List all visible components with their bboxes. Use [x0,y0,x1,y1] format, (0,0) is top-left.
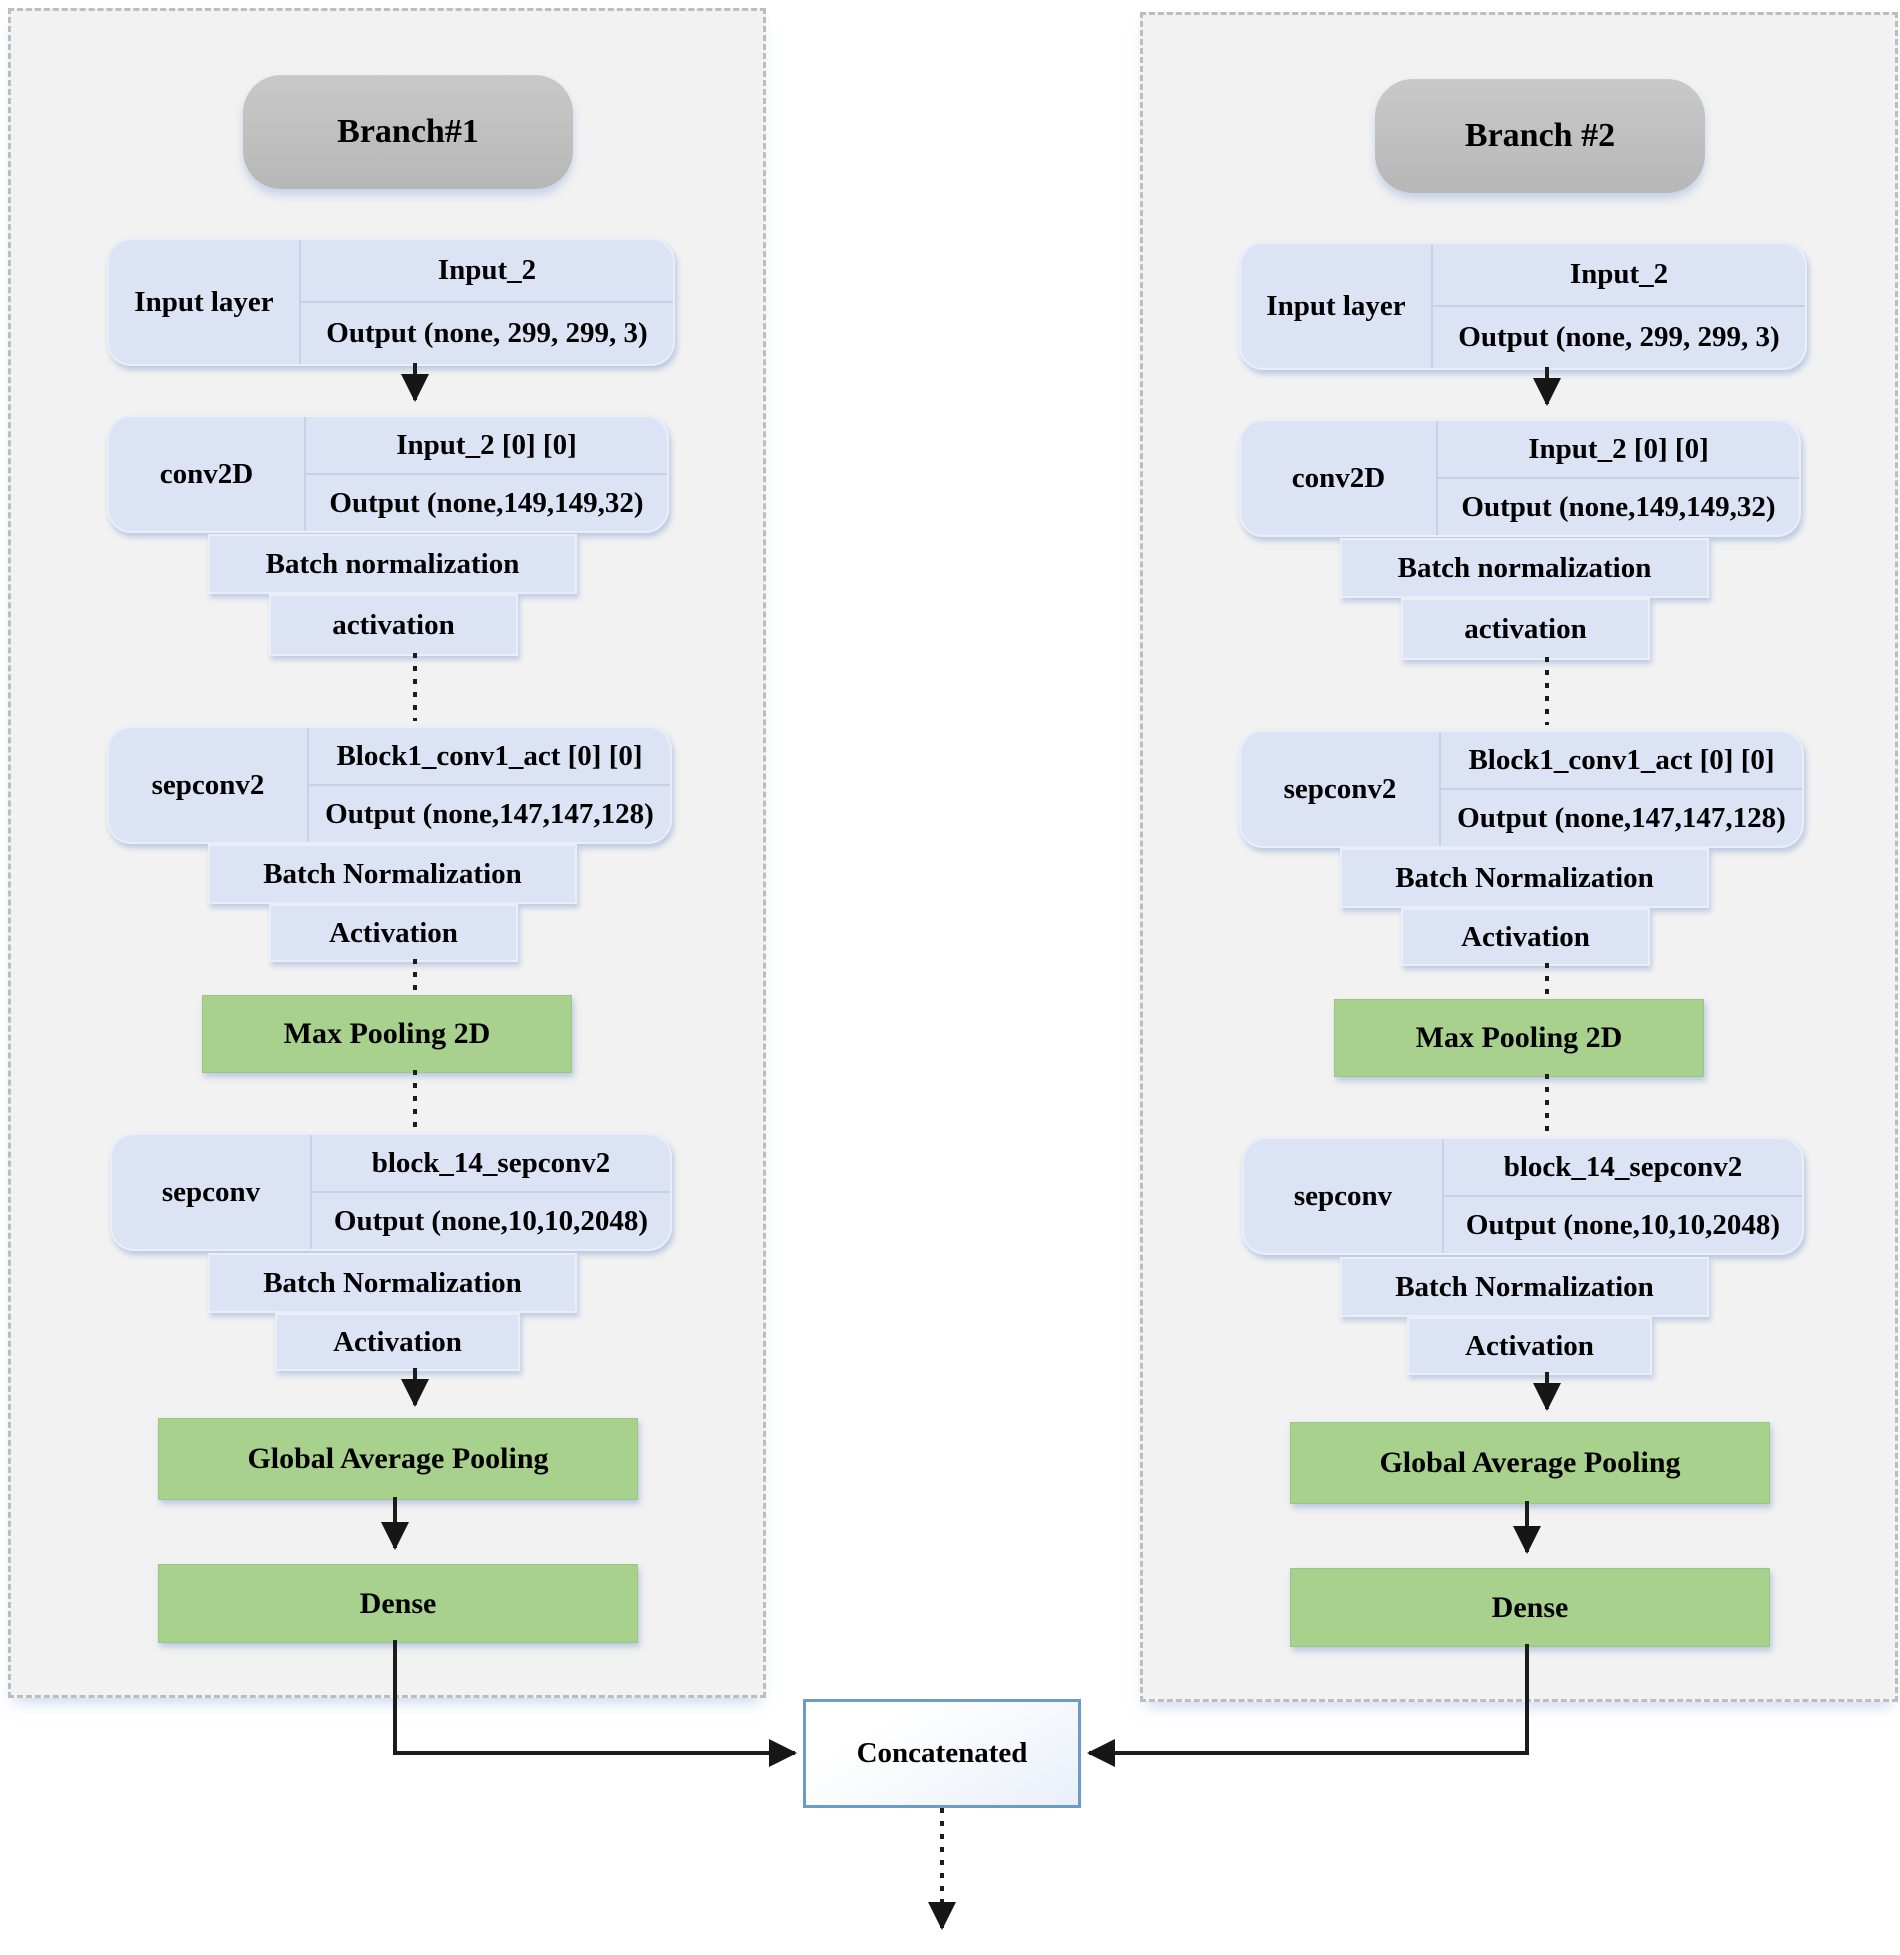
branch2-container: Branch #2 Input layer Input_2 Output (no… [1140,12,1898,1702]
layer-type-label: conv2D [109,417,306,531]
branch1-conv2d-block: conv2D Input_2 [0] [0] Output (none,149,… [107,415,669,533]
branch2-sepconv-block: sepconv block_14_sepconv2 Output (none,1… [1242,1137,1804,1255]
layer-name: block_14_sepconv2 [1444,1139,1802,1197]
layer-type-label: sepconv [1244,1139,1444,1253]
branch2-title: Branch #2 [1375,79,1705,193]
branch2-activation-bar-1: activation [1401,598,1650,660]
branch1-batch-norm-bar-1: Batch normalization [208,534,577,594]
layer-name: Input_2 [1433,244,1805,307]
layer-output: Output (none,147,147,128) [325,797,654,830]
branch1-batch-norm-bar-3: Batch Normalization [208,1253,577,1313]
layer-type-label: sepconv2 [109,728,309,842]
branch2-activation-bar-3: Activation [1407,1317,1652,1375]
layer-name: Input_2 [301,240,673,303]
layer-output: Output (none, 299, 299, 3) [326,317,648,349]
branch1-sepconv-block: sepconv block_14_sepconv2 Output (none,1… [110,1133,672,1251]
branch1-title: Branch#1 [243,75,573,189]
layer-output: Output (none,149,149,32) [329,486,644,519]
layer-type-label: sepconv [112,1135,312,1249]
layer-type-label: sepconv2 [1241,732,1441,846]
layer-output: Output (none,149,149,32) [1461,490,1776,523]
layer-name: Block1_conv1_act [0] [0] [309,728,670,786]
branch1-dense-box: Dense [158,1564,638,1643]
branch2-batch-norm-bar-1: Batch normalization [1340,538,1709,598]
branch2-conv2d-block: conv2D Input_2 [0] [0] Output (none,149,… [1239,419,1801,537]
branch1-activation-bar-3: Activation [275,1313,520,1371]
layer-output: Output (none,10,10,2048) [1465,1208,1781,1241]
branch1-input-layer-block: Input layer Input_2 Output (none, 299, 2… [107,238,675,366]
branch1-activation-bar-2: Activation [269,904,518,962]
branch2-batch-norm-bar-2: Batch Normalization [1340,848,1709,908]
branch2-sepconv2-block: sepconv2 Block1_conv1_act [0] [0] Output… [1239,730,1804,848]
branch2-max-pooling-box: Max Pooling 2D [1334,999,1704,1077]
branch2-dense-box: Dense [1290,1568,1770,1647]
layer-type-label: Input layer [109,240,301,364]
branch1-activation-bar-1: activation [269,594,518,656]
layer-name: Block1_conv1_act [0] [0] [1441,732,1802,790]
branch2-batch-norm-bar-3: Batch Normalization [1340,1257,1709,1317]
layer-name: block_14_sepconv2 [312,1135,670,1193]
layer-output: Output (none,10,10,2048) [333,1204,649,1237]
layer-name: Input_2 [0] [0] [1438,421,1799,479]
layer-name: Input_2 [0] [0] [306,417,667,475]
concatenated-box: Concatenated [803,1699,1081,1808]
layer-type-label: conv2D [1241,421,1438,535]
branch2-input-layer-block: Input layer Input_2 Output (none, 299, 2… [1239,242,1807,370]
layer-output: Output (none, 299, 299, 3) [1458,321,1780,353]
branch1-container: Branch#1 Input layer Input_2 Output (non… [8,8,766,1698]
layer-type-label: Input layer [1241,244,1433,368]
branch1-batch-norm-bar-2: Batch Normalization [208,844,577,904]
branch1-global-average-pooling-box: Global Average Pooling [158,1418,638,1500]
branch2-global-average-pooling-box: Global Average Pooling [1290,1422,1770,1504]
branch1-max-pooling-box: Max Pooling 2D [202,995,572,1073]
branch2-activation-bar-2: Activation [1401,908,1650,966]
layer-output: Output (none,147,147,128) [1457,801,1786,834]
branch1-sepconv2-block: sepconv2 Block1_conv1_act [0] [0] Output… [107,726,672,844]
